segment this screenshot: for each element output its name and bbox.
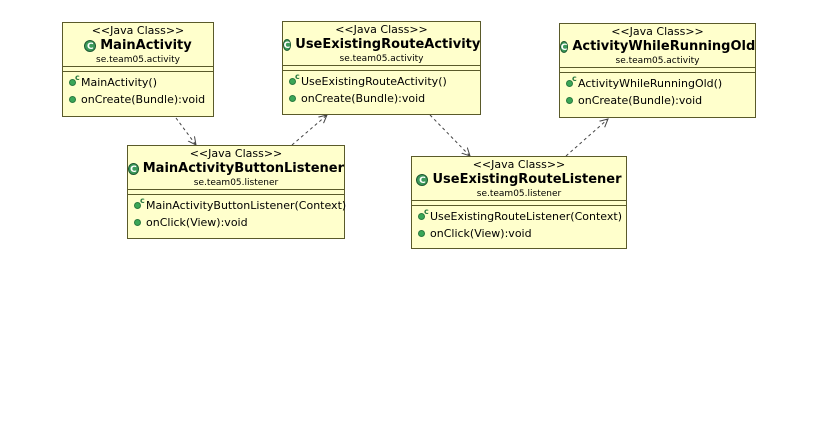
class-icon: C: [282, 39, 292, 51]
stereotype-label: <<Java Class>>: [91, 24, 185, 37]
class-name: UseExistingRouteActivity: [295, 37, 481, 52]
class-icon: C: [84, 40, 97, 52]
class-icon: C: [128, 163, 139, 175]
operation-label: onClick(View):void: [146, 216, 248, 229]
dependency-mainactivitybuttonlistener-to-useexistingrouteactivity: [291, 115, 327, 146]
class-name: MainActivity: [100, 38, 192, 53]
fields-compartment: [560, 67, 755, 72]
fields-compartment: [412, 200, 626, 205]
operation-item: onClick(View):void: [134, 214, 344, 231]
public-method-icon: [566, 97, 573, 104]
fields-compartment: [63, 66, 213, 71]
package-label: se.team05.listener: [193, 178, 279, 188]
stereotype-label: <<Java Class>>: [611, 25, 704, 38]
constructor-icon: [69, 73, 80, 86]
operation-label: MainActivity(): [81, 76, 157, 89]
operation-item: onClick(View):void: [418, 225, 626, 242]
public-method-icon: [134, 219, 141, 226]
class-name: UseExistingRouteListener: [432, 172, 622, 187]
operation-item: MainActivity(): [69, 73, 213, 91]
operations-compartment: MainActivity() onCreate(Bundle):void: [63, 71, 213, 110]
public-method-icon: [69, 96, 76, 103]
operation-label: onCreate(Bundle):void: [81, 93, 206, 106]
constructor-icon: [289, 72, 300, 85]
operations-compartment: UseExistingRouteListener(Context) onClic…: [412, 205, 626, 244]
class-box-useexistingrouteactivity[interactable]: <<Java Class>> C UseExistingRouteActivit…: [282, 21, 481, 115]
operation-label: onCreate(Bundle):void: [578, 94, 703, 107]
constructor-icon: [418, 207, 429, 220]
operations-compartment: UseExistingRouteActivity() onCreate(Bund…: [283, 70, 480, 109]
dependency-mainactivity-to-mainactivitybuttonlistener: [175, 117, 196, 145]
operation-item: onCreate(Bundle):void: [69, 91, 213, 108]
package-label: se.team05.activity: [96, 55, 180, 65]
operation-item: UseExistingRouteActivity(): [289, 72, 480, 90]
dependency-useexistingrouteactivity-to-useexistingroutelistener: [429, 114, 470, 156]
operations-compartment: MainActivityButtonListener(Context) onCl…: [128, 194, 347, 233]
stereotype-label: <<Java Class>>: [335, 23, 428, 36]
operations-compartment: ActivityWhileRunningOld() onCreate(Bundl…: [560, 72, 755, 111]
class-box-activitywhilerunningold[interactable]: <<Java Class>> C ActivityWhileRunningOld…: [559, 23, 756, 118]
package-label: se.team05.activity: [615, 56, 700, 66]
constructor-icon: [566, 74, 577, 87]
operation-label: ActivityWhileRunningOld(): [578, 77, 723, 90]
dependency-useexistingroutelistener-to-activitywhilerunningold: [565, 119, 608, 157]
operation-label: UseExistingRouteActivity(): [301, 75, 447, 88]
operation-label: onCreate(Bundle):void: [301, 92, 426, 105]
fields-compartment: [128, 189, 344, 194]
stereotype-label: <<Java Class>>: [472, 158, 566, 171]
class-box-mainactivity[interactable]: <<Java Class>> C MainActivity se.team05.…: [62, 22, 214, 117]
public-method-icon: [418, 230, 425, 237]
class-name: ActivityWhileRunningOld: [572, 39, 756, 54]
operation-item: MainActivityButtonListener(Context): [134, 196, 347, 214]
stereotype-label: <<Java Class>>: [189, 147, 283, 160]
constructor-icon: [134, 196, 145, 209]
operation-item: onCreate(Bundle):void: [566, 92, 755, 109]
class-name: MainActivityButtonListener: [142, 161, 344, 176]
package-label: se.team05.activity: [339, 54, 424, 64]
class-box-useexistingroutelistener[interactable]: <<Java Class>> C UseExistingRouteListene…: [411, 156, 627, 249]
operation-item: ActivityWhileRunningOld(): [566, 74, 755, 92]
operation-label: MainActivityButtonListener(Context): [146, 199, 347, 212]
operation-label: onClick(View):void: [430, 227, 532, 240]
fields-compartment: [283, 65, 480, 70]
class-icon: C: [559, 41, 569, 53]
operation-item: UseExistingRouteListener(Context): [418, 207, 626, 225]
class-box-mainactivitybuttonlistener[interactable]: <<Java Class>> C MainActivityButtonListe…: [127, 145, 347, 239]
operation-label: UseExistingRouteListener(Context): [430, 210, 622, 223]
public-method-icon: [289, 95, 296, 102]
package-label: se.team05.listener: [476, 189, 562, 199]
operation-item: onCreate(Bundle):void: [289, 90, 480, 107]
class-icon: C: [416, 174, 429, 186]
